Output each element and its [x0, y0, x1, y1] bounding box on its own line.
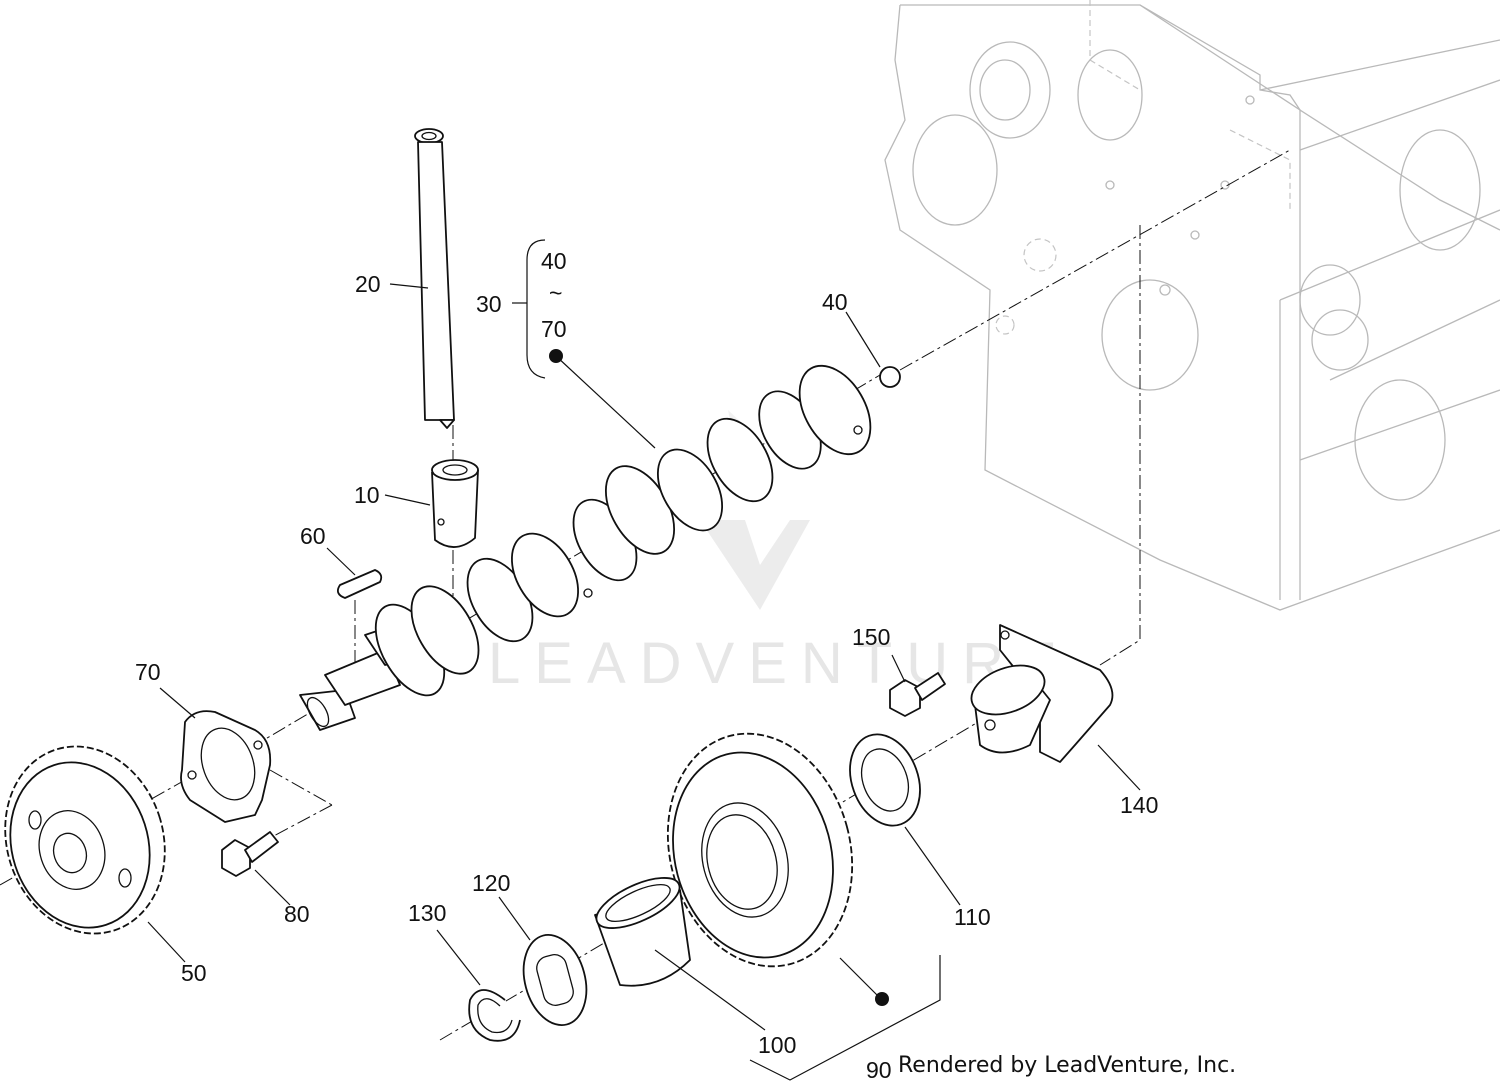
callout-70: 70 — [135, 659, 161, 685]
render-credit: Rendered by LeadVenture, Inc. — [898, 1053, 1237, 1078]
kit-30-dot — [549, 349, 563, 363]
part-10-tappet — [431, 459, 479, 548]
callout-140: 140 — [1120, 792, 1158, 818]
part-90-idler-gear — [666, 732, 854, 968]
watermark-text: LEADVENTURE — [488, 631, 1071, 696]
part-70-thrust-plate — [180, 710, 272, 823]
leadventure-v-logo-icon — [700, 520, 810, 610]
engine-block-background — [884, 0, 1500, 611]
callout-100: 100 — [758, 1032, 796, 1058]
part-40-ball — [879, 366, 901, 388]
callout-150: 150 — [852, 624, 890, 650]
callout-30: 30 — [476, 291, 502, 317]
callout-50: 50 — [181, 960, 207, 986]
callout-40: 40 — [822, 289, 848, 315]
callout-60: 60 — [300, 523, 326, 549]
part-120-thrust-washer — [522, 933, 588, 1027]
part-140-idler-shaft — [970, 624, 1114, 763]
part-60-key — [336, 569, 383, 599]
callout-10: 10 — [354, 482, 380, 508]
part-80-bolt — [221, 831, 279, 877]
kit-90-dot — [875, 992, 889, 1006]
part-130-snap-ring — [468, 989, 521, 1042]
part-100-bushing — [594, 877, 691, 987]
callout-20: 20 — [355, 271, 381, 297]
callout-30-range-sep: ~ — [549, 280, 562, 306]
callout-110: 110 — [954, 904, 991, 930]
callout-30-range-from: 40 — [541, 248, 567, 274]
part-150-bolt — [889, 672, 946, 717]
callout-90: 90 — [866, 1057, 892, 1083]
callout-120: 120 — [472, 870, 510, 896]
callout-30-range-to: 70 — [541, 316, 567, 342]
watermark: LEADVENTURE — [488, 410, 1071, 696]
part-110-washer — [849, 733, 921, 827]
part-50-cam-gear — [4, 745, 166, 935]
callout-80: 80 — [284, 901, 310, 927]
part-20-push-rod — [414, 128, 455, 429]
callouts: 20 10 60 30 40 ~ 70 40 70 80 50 150 140 … — [135, 248, 1158, 1083]
leader-lines — [147, 239, 1141, 1081]
callout-130: 130 — [408, 900, 446, 926]
part-30-camshaft — [299, 364, 872, 731]
